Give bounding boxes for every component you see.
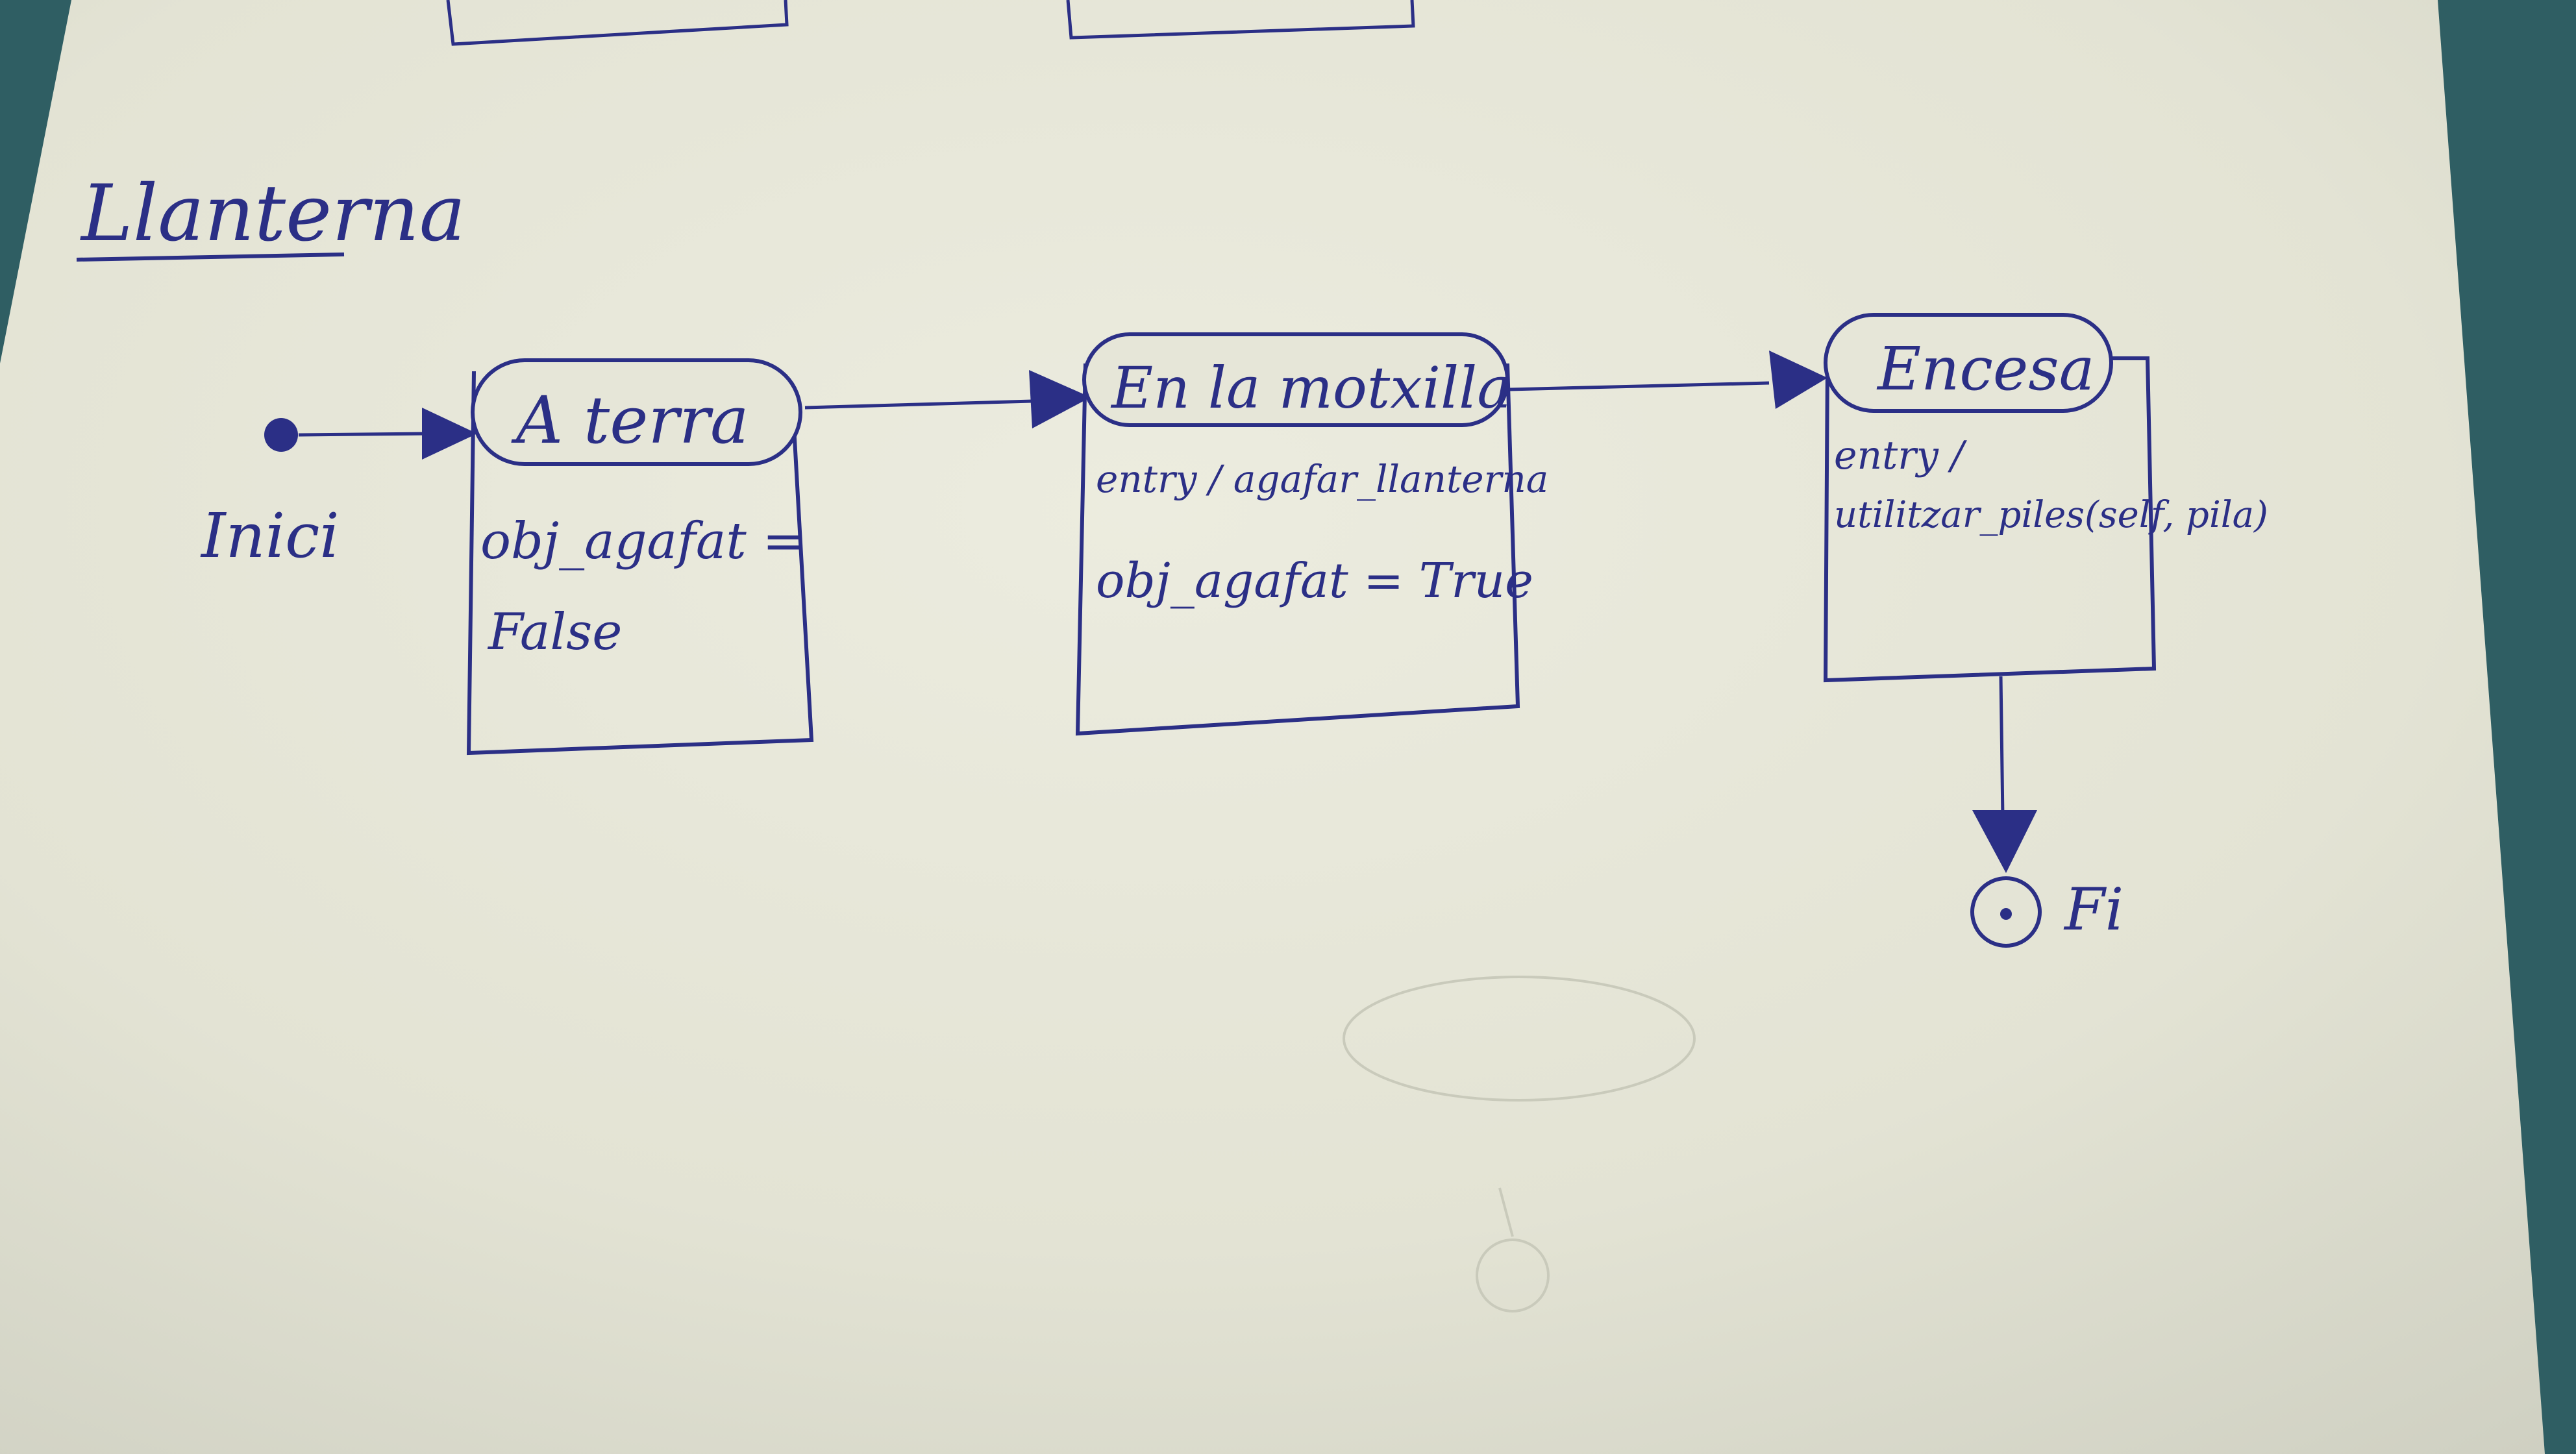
state-en-la-motxilla-header	[1082, 332, 1509, 427]
state-encesa: Encesa entry / utilitzar_piles(self, pil…	[1823, 313, 2268, 683]
erased-marks	[1343, 976, 1696, 1312]
state-encesa-header	[1824, 313, 2113, 413]
transition-initial-to-a-terra	[298, 408, 477, 460]
diagram-title: Llanterna	[80, 169, 465, 259]
state-a-terra: A terra obj_agafat = False	[466, 358, 814, 756]
state-en-la-motxilla: En la motxilla entry / agafar_llanterna …	[1075, 332, 1548, 736]
cutoff-box-left	[446, 0, 789, 46]
final-state	[1970, 876, 2042, 948]
state-en-la-motxilla-line-1: entry / agafar_llanterna	[1096, 457, 1548, 501]
title-underline	[76, 253, 345, 262]
transition-encesa-to-final	[1972, 676, 2037, 873]
state-en-la-motxilla-line-2: obj_agafat = True	[1096, 553, 1533, 609]
state-encesa-name: Encesa	[1876, 334, 2094, 404]
state-encesa-line-1: entry /	[1834, 433, 1968, 478]
state-a-terra-line-2: False	[487, 603, 622, 661]
state-en-la-motxilla-name: En la motxilla	[1110, 354, 1511, 421]
transition-motxilla-to-encesa	[1509, 351, 1827, 409]
transition-a-terra-to-motxilla	[804, 370, 1091, 428]
final-state-label: Fi	[2063, 876, 2124, 944]
state-encesa-line-2: utilitzar_piles(self, pila)	[1834, 494, 2268, 536]
initial-state-label: Inici	[200, 500, 340, 572]
cutoff-box-right	[1066, 0, 1415, 40]
state-a-terra-header	[471, 358, 802, 466]
initial-state-dot	[264, 418, 298, 452]
state-a-terra-line-1: obj_agafat =	[480, 512, 805, 571]
state-a-terra-name: A terra	[511, 382, 749, 458]
